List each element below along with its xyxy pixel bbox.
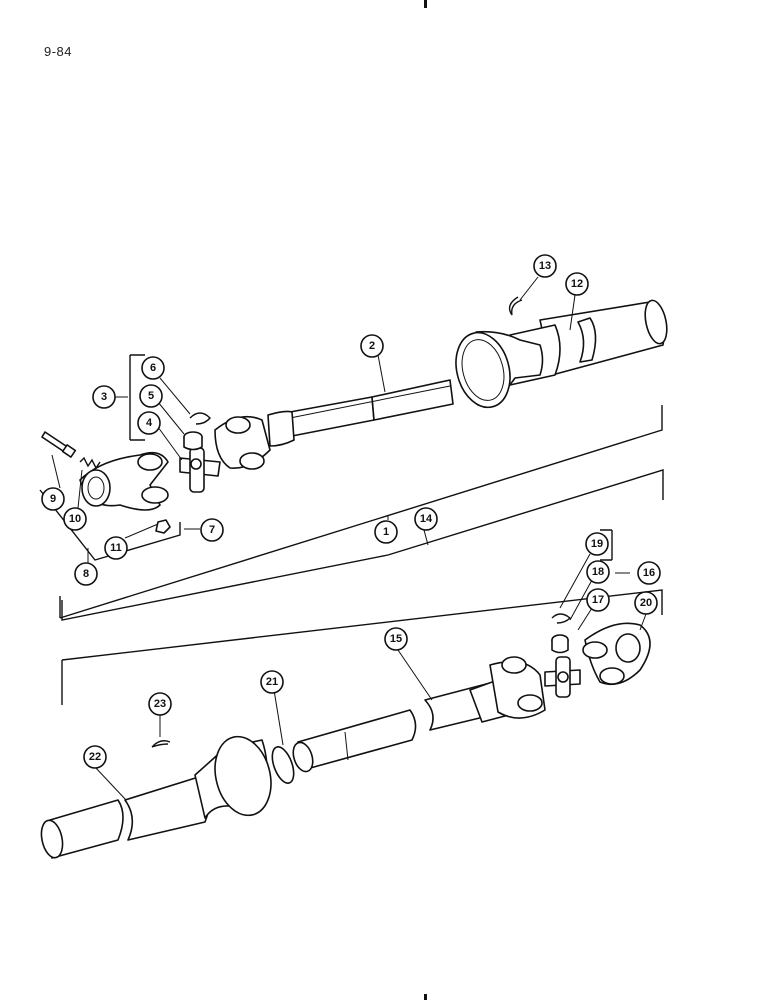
leader-lines — [51, 276, 647, 801]
svg-text:20: 20 — [640, 597, 652, 609]
lower-guard-bell-cone — [194, 735, 272, 819]
guard-clip — [508, 296, 523, 316]
bracket-lower-top — [61, 589, 663, 705]
callout-1: 1 — [374, 520, 398, 544]
callout-3: 3 — [92, 385, 116, 409]
callout-12: 12 — [565, 272, 589, 296]
callout-22: 22 — [83, 745, 107, 769]
svg-text:12: 12 — [571, 278, 583, 290]
svg-text:19: 19 — [591, 538, 603, 550]
cross-journal — [179, 447, 221, 493]
callout-6: 6 — [141, 356, 165, 380]
svg-text:4: 4 — [146, 417, 153, 429]
svg-text:18: 18 — [592, 566, 604, 578]
callout-8: 8 — [74, 562, 98, 586]
callout-23: 23 — [148, 692, 172, 716]
callout-16: 16 — [637, 561, 661, 585]
lower-bearing-cup — [551, 634, 569, 654]
callout-5: 5 — [139, 384, 163, 408]
svg-text:13: 13 — [539, 260, 551, 272]
svg-text:7: 7 — [209, 524, 215, 536]
callout-19: 19 — [585, 532, 609, 556]
shaft-collar — [267, 410, 295, 447]
lower-outer-tube — [40, 774, 211, 859]
svg-text:10: 10 — [69, 513, 81, 525]
upper-shaft-assembly — [39, 296, 668, 621]
bracket-16 — [600, 529, 613, 561]
lower-inner-tube — [292, 709, 417, 773]
callout-17: 17 — [586, 588, 610, 612]
callout-15: 15 — [384, 627, 408, 651]
callout-14: 14 — [414, 507, 438, 531]
bracket-3 — [129, 354, 145, 441]
callout-2: 2 — [360, 334, 384, 358]
callout-9: 9 — [41, 487, 65, 511]
guard-bell-cone — [455, 330, 544, 409]
bracket-upper-bottom — [61, 469, 664, 621]
callout-21: 21 — [260, 670, 284, 694]
svg-text:23: 23 — [154, 698, 166, 710]
svg-text:9: 9 — [50, 493, 56, 505]
page-mark-bottom — [424, 994, 427, 1000]
guard-retaining-ring — [271, 746, 295, 784]
svg-text:17: 17 — [592, 594, 604, 606]
svg-text:21: 21 — [266, 676, 278, 688]
lower-cross-journal — [544, 656, 581, 698]
lock-pin — [41, 431, 77, 458]
svg-text:14: 14 — [420, 513, 433, 525]
svg-text:15: 15 — [390, 633, 402, 645]
svg-text:6: 6 — [150, 362, 156, 374]
lower-coupling-yoke — [582, 622, 651, 686]
svg-text:2: 2 — [369, 340, 375, 352]
callout-18: 18 — [586, 560, 610, 584]
lower-guard-clip — [151, 740, 171, 748]
page-mark-top — [424, 0, 427, 8]
page-number: 9-84 — [44, 44, 73, 59]
bracket-upper-span — [59, 405, 663, 619]
lock-spring — [79, 456, 101, 470]
lower-snap-ring — [551, 613, 572, 624]
lock-nut — [155, 519, 171, 534]
callout-20: 20 — [634, 591, 658, 615]
svg-text:5: 5 — [148, 390, 154, 402]
bearing-cup — [183, 431, 203, 451]
lower-tube-yoke — [489, 656, 546, 719]
callout-4: 4 — [137, 411, 161, 435]
svg-text:16: 16 — [643, 567, 655, 579]
svg-text:3: 3 — [101, 391, 107, 403]
svg-text:8: 8 — [83, 568, 89, 580]
coupling-yoke — [79, 451, 169, 511]
callout-7: 7 — [200, 518, 224, 542]
svg-text:1: 1 — [383, 526, 389, 538]
shaft-yoke — [214, 415, 271, 470]
callout-10: 10 — [63, 507, 87, 531]
snap-ring — [189, 412, 211, 425]
callout-11: 11 — [104, 536, 128, 560]
callout-13: 13 — [533, 254, 557, 278]
lower-shaft-assembly — [40, 529, 663, 859]
svg-text:22: 22 — [89, 751, 101, 763]
square-inner-shaft — [289, 379, 454, 437]
svg-text:11: 11 — [110, 542, 122, 554]
